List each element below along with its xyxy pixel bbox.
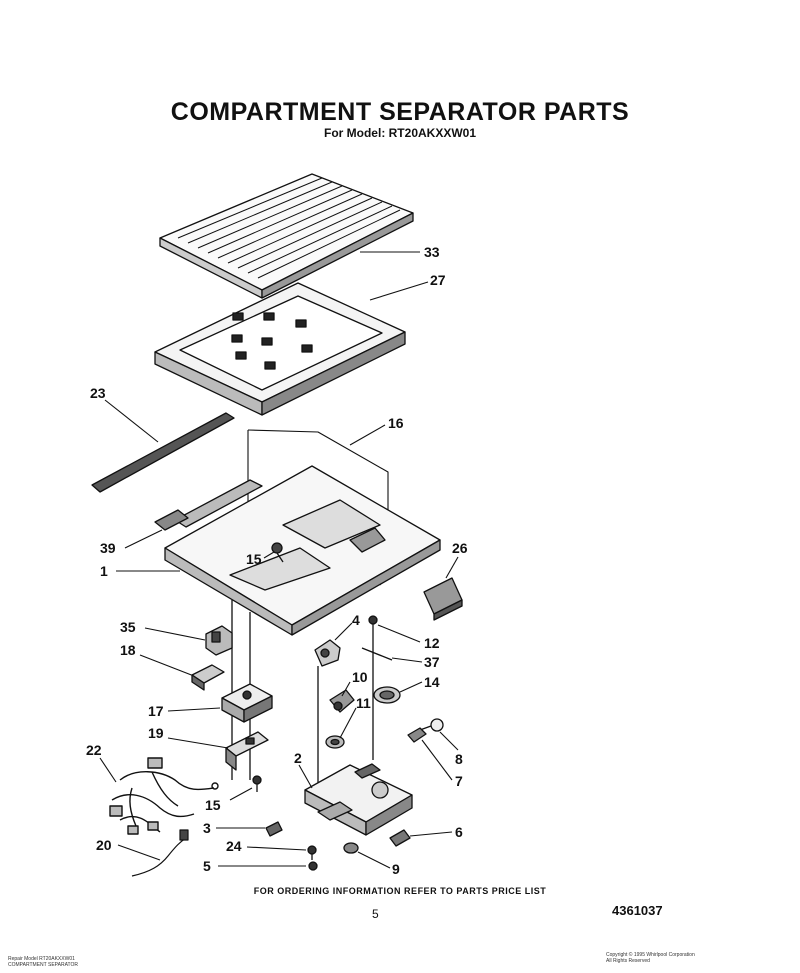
- callout-18: 18: [120, 642, 136, 658]
- part-20-ground-wire: [131, 829, 189, 877]
- callout-24: 24: [226, 838, 242, 854]
- page-number: 5: [372, 907, 379, 921]
- callout-4: 4: [352, 612, 360, 628]
- part-22-wiring-harness: [109, 757, 219, 835]
- part-37-spring: [361, 647, 393, 661]
- callout-26: 26: [452, 540, 468, 556]
- part-35-clip: [205, 625, 233, 656]
- callout-3: 3: [203, 820, 211, 836]
- callout-35: 35: [120, 619, 136, 635]
- part-19-control-bracket: [225, 731, 269, 771]
- part-33-shelf-grille: [159, 173, 414, 299]
- callout-labels: 33 27 23 16 39 15 1 26 35 4 12 37 18 10 …: [86, 244, 468, 877]
- callout-37: 37: [424, 654, 440, 670]
- part-15-screw-upper: [271, 542, 284, 563]
- callout-6: 6: [455, 824, 463, 840]
- part-8-lamp: [419, 718, 444, 732]
- part-6-connector: [389, 829, 411, 847]
- fine-print-right-line1: Copyright © 1995 Whirlpool Corporation: [606, 952, 695, 958]
- callout-23: 23: [90, 385, 106, 401]
- part-2-control-base: [304, 763, 413, 836]
- part-1-separator-pan: [154, 465, 441, 780]
- leader-lines: [99, 251, 459, 869]
- callout-2: 2: [294, 750, 302, 766]
- callout-33: 33: [424, 244, 440, 260]
- callout-12: 12: [424, 635, 440, 651]
- part-4-bulb-holder: [314, 639, 341, 790]
- callout-39: 39: [100, 540, 116, 556]
- part-18-grille: [191, 664, 225, 691]
- fine-print-right-line2: All Rights Reserved: [606, 958, 650, 964]
- part-17-control-housing: [221, 683, 273, 723]
- document-part-number: 4361037: [612, 903, 663, 918]
- part-26-bracket: [423, 577, 463, 621]
- callout-8: 8: [455, 751, 463, 767]
- part-11-damper: [325, 735, 345, 749]
- part-24-screw: [307, 845, 317, 860]
- part-10-knob: [329, 689, 355, 713]
- callout-7: 7: [455, 773, 463, 789]
- ordering-note: FOR ORDERING INFORMATION REFER TO PARTS …: [253, 886, 547, 896]
- callout-16: 16: [388, 415, 404, 431]
- callout-10: 10: [352, 669, 368, 685]
- callout-9: 9: [392, 861, 400, 877]
- fine-print-left-line2: COMPARTMENT SEPARATOR: [8, 962, 79, 968]
- fine-print-left: Repair Model RT20AKXXW01 COMPARTMENT SEP…: [8, 956, 78, 968]
- part-5-screw: [308, 861, 318, 871]
- callout-27: 27: [430, 272, 446, 288]
- part-3-clip: [265, 821, 283, 837]
- fine-print-right: Copyright © 1995 Whirlpool Corporation A…: [606, 952, 695, 964]
- callout-20: 20: [96, 837, 112, 853]
- callout-15-lower: 15: [205, 797, 221, 813]
- callout-11: 11: [356, 695, 371, 711]
- callout-22: 22: [86, 742, 102, 758]
- part-23-trim-strip: [91, 412, 235, 493]
- part-9-grommet: [343, 842, 359, 854]
- callout-19: 19: [148, 725, 164, 741]
- callout-17: 17: [148, 703, 164, 719]
- part-27-shelf-frame: [154, 282, 406, 416]
- part-7-socket: [407, 727, 427, 743]
- page-title: COMPARTMENT SEPARATOR PARTS: [170, 98, 630, 126]
- model-subtitle: For Model: RT20AKXXW01: [323, 126, 476, 140]
- callout-15-upper: 15: [246, 551, 262, 567]
- callout-5: 5: [203, 858, 211, 874]
- callout-1: 1: [100, 563, 108, 579]
- fine-print-left-line1: Repair Model RT20AKXXW01: [8, 956, 75, 962]
- part-12-screw: [368, 615, 378, 760]
- callout-14: 14: [424, 674, 440, 690]
- part-15-screw-lower: [252, 775, 262, 792]
- part-14-dial: [373, 686, 401, 704]
